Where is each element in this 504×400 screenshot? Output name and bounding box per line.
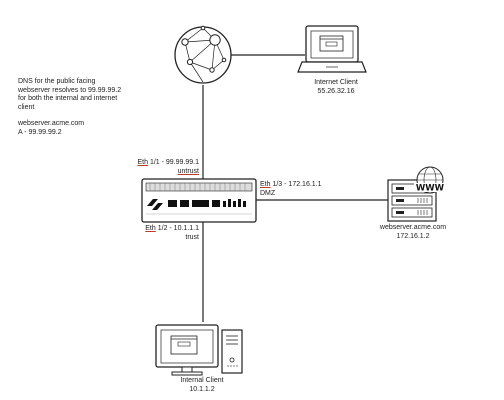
internet-globe-icon <box>174 25 232 84</box>
dns-note-line: DNS for the public facing <box>18 78 96 85</box>
internal-client-desktop-icon <box>155 324 243 376</box>
webserver-name: webserver.acme.com <box>379 224 447 231</box>
internet-client-ip: 55.26.32.16 <box>317 87 355 95</box>
interface-zone: DMZ <box>260 189 276 197</box>
interface-label-trust: Eth 1/2 - 10.1.1.1 trust <box>134 225 199 242</box>
www-label: WWW <box>416 184 445 194</box>
interface-zone: untrust <box>177 167 199 175</box>
www-globe-icon: WWW <box>414 166 446 194</box>
internal-client-name: Internal Client <box>180 377 224 384</box>
interface-port: Eth <box>145 225 156 232</box>
interface-label-untrust: Eth 1/1 - 99.99.99.1 untrust <box>129 159 199 176</box>
internet-client-name: Internet Client <box>314 79 358 86</box>
internal-client-label: Internal Client 10.1.1.2 <box>164 377 240 394</box>
firewall-appliance-icon <box>141 178 257 223</box>
dns-note-line: client <box>18 103 35 111</box>
dns-note-line: webserver resolves to 99.99.99.2 <box>18 86 122 94</box>
links <box>202 54 388 322</box>
interface-detail: 1/2 - 10.1.1.1 <box>157 225 199 232</box>
dns-note: DNS for the public facing webserver reso… <box>18 78 188 137</box>
interface-port: Eth <box>260 181 271 188</box>
interface-detail: 1/3 - 172.16.1.1 <box>272 181 322 188</box>
webserver-ip: 172.16.1.2 <box>396 232 430 240</box>
internal-client-ip: 10.1.1.2 <box>189 385 215 393</box>
interface-label-dmz: Eth 1/3 - 172.16.1.1 DMZ <box>260 181 322 198</box>
interface-port: Eth <box>137 159 148 166</box>
dns-record-value: A - 99.99.99.2 <box>18 128 62 136</box>
interface-detail: 1/1 - 99.99.99.1 <box>149 159 199 166</box>
internet-client-laptop-icon <box>297 25 367 73</box>
dns-record-name: webserver.acme.com <box>18 120 85 127</box>
dns-note-line: for both the internal and internet <box>18 95 118 102</box>
webserver-label: webserver.acme.com 172.16.1.2 <box>368 224 458 241</box>
interface-zone: trust <box>185 233 199 241</box>
internet-client-label: Internet Client 55.26.32.16 <box>300 79 372 96</box>
